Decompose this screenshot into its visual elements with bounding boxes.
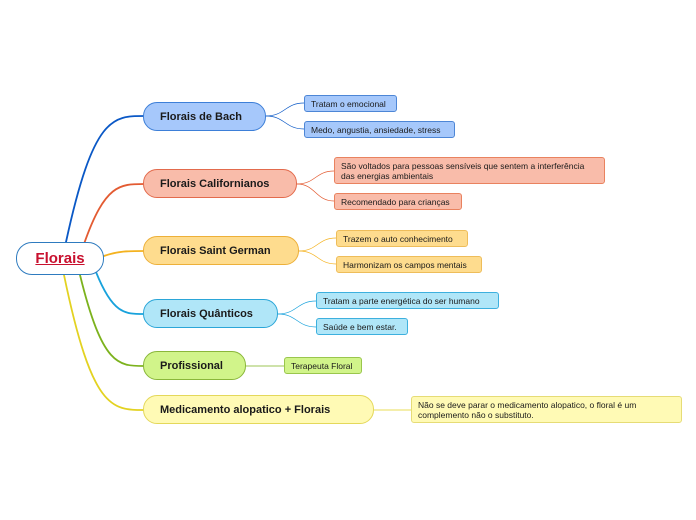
branch-florais-californianos[interactable]: Florais Californianos xyxy=(143,169,297,198)
leaf-connector-2-0 xyxy=(298,237,337,252)
branch-connector-3 xyxy=(95,271,145,315)
branch-florais-saint-german[interactable]: Florais Saint German xyxy=(143,236,299,265)
leaf-pessoas-sensiveis[interactable]: São voltados para pessoas sensíveis que … xyxy=(334,157,605,184)
leaf-saude-bem-estar[interactable]: Saúde e bem estar. xyxy=(316,318,408,335)
leaf-connector-1-0 xyxy=(296,170,335,185)
leaf-connector-3-1 xyxy=(277,313,317,328)
leaf-connector-0-1 xyxy=(265,115,305,130)
branch-florais-de-bach[interactable]: Florais de Bach xyxy=(143,102,266,131)
branch-connector-0 xyxy=(65,115,145,243)
leaf-connector-3-0 xyxy=(277,300,317,315)
branch-connector-1 xyxy=(83,183,145,245)
leaf-connector-1-1 xyxy=(296,183,335,202)
branch-florais-quanticos[interactable]: Florais Quânticos xyxy=(143,299,278,328)
branch-connector-4 xyxy=(79,274,145,367)
branch-medicamento-alopatico[interactable]: Medicamento alopatico + Florais xyxy=(143,395,374,424)
leaf-parte-energetica[interactable]: Tratam a parte energética do ser humano xyxy=(316,292,499,309)
root-topic-florais[interactable]: Florais xyxy=(16,242,104,275)
branch-connector-5 xyxy=(63,274,145,411)
leaf-connector-0-0 xyxy=(265,102,305,117)
branch-profissional[interactable]: Profissional xyxy=(143,351,246,380)
leaf-recomendado-criancas[interactable]: Recomendado para crianças xyxy=(334,193,462,210)
leaf-terapeuta-floral[interactable]: Terapeuta Floral xyxy=(284,357,362,374)
leaf-nao-parar-medicamento[interactable]: Não se deve parar o medicamento alopatic… xyxy=(411,396,682,423)
leaf-auto-conhecimento[interactable]: Trazem o auto conhecimento xyxy=(336,230,468,247)
leaf-tratam-emocional[interactable]: Tratam o emocional xyxy=(304,95,397,112)
branch-connector-2 xyxy=(103,250,145,257)
leaf-connector-2-1 xyxy=(298,250,337,265)
leaf-campos-mentais[interactable]: Harmonizam os campos mentais xyxy=(336,256,482,273)
leaf-medo-angustia[interactable]: Medo, angustia, ansiedade, stress xyxy=(304,121,455,138)
